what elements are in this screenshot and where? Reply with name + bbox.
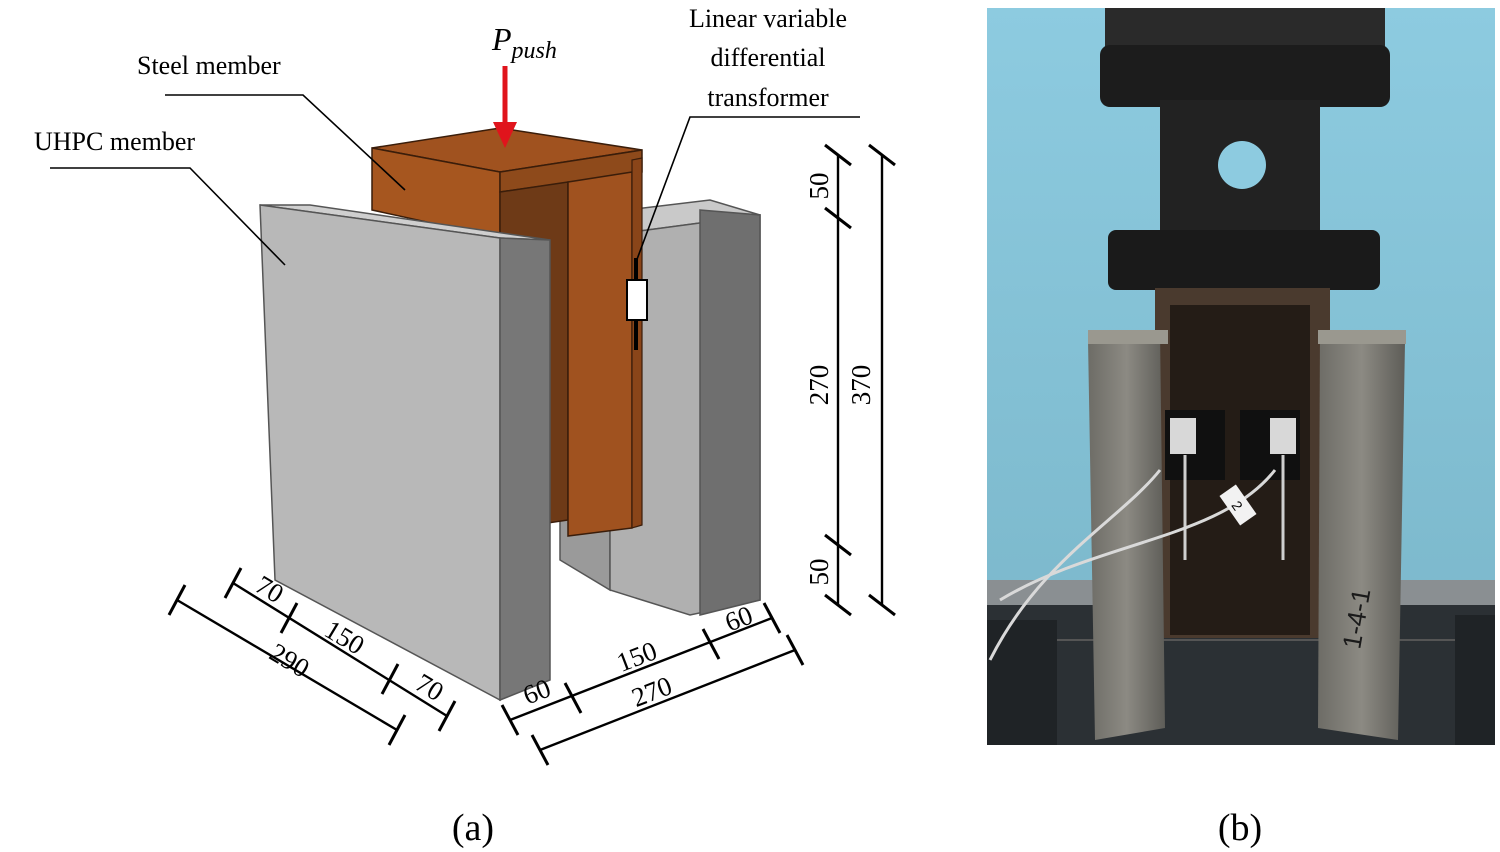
lvdt-label-line1: Linear variable: [689, 4, 847, 33]
leader-steel: [165, 94, 406, 191]
width-dimensions: [500, 602, 805, 766]
dim-depth-right: 70: [410, 667, 449, 707]
lvdt-label-line3: transformer: [707, 83, 829, 112]
load-label: Ppush: [491, 21, 557, 64]
load-arrow: [493, 66, 517, 148]
leader-lvdt: [635, 116, 860, 263]
dim-height-total: 370: [846, 365, 876, 406]
height-dimensions: [824, 143, 896, 617]
caption-b: (b): [1218, 807, 1262, 849]
dim-width-middle: 150: [612, 635, 661, 678]
uhpc-member-front: [259, 204, 551, 702]
steel-member-label: Steel member: [137, 51, 281, 80]
lvdt-sensor: [626, 258, 648, 350]
panel-b-photo: 2 1-4-1 (b): [987, 8, 1495, 849]
dim-height-bottom: 50: [804, 559, 834, 586]
panel-a-diagram: Ppush Steel member UHPC member Linear va…: [34, 4, 896, 849]
dim-width-total: 270: [627, 670, 676, 713]
dim-height-middle: 270: [804, 365, 834, 406]
dim-height-top: 50: [804, 173, 834, 200]
depth-dimensions: [167, 567, 457, 746]
caption-a: (a): [452, 807, 494, 849]
uhpc-member-label: UHPC member: [34, 127, 195, 156]
lvdt-label-line2: differential: [710, 43, 825, 72]
leader-uhpc: [50, 167, 286, 266]
